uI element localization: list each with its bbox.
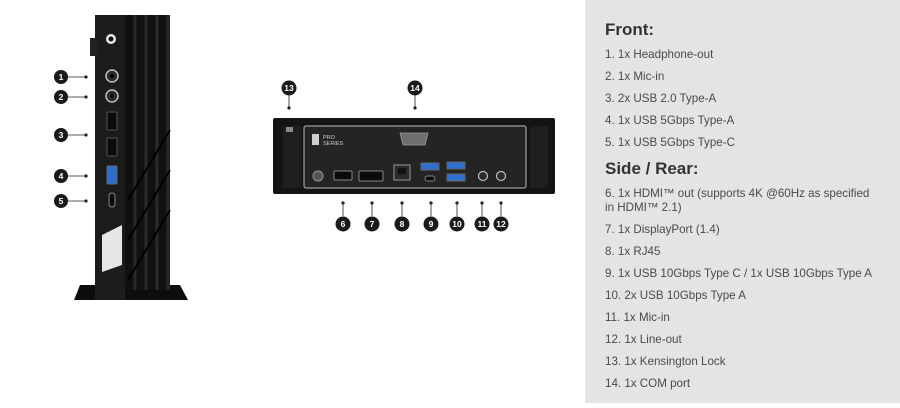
top-leaders bbox=[287, 95, 417, 110]
front-callouts: 1 2 3 4 5 bbox=[54, 70, 68, 208]
svg-text:7: 7 bbox=[370, 219, 375, 229]
svg-text:4: 4 bbox=[59, 171, 64, 181]
svg-text:3: 3 bbox=[59, 130, 64, 140]
callout-13: 13 bbox=[281, 80, 297, 96]
rear-spec-list: 6. 1x HDMI™ out (supports 4K @60Hz as sp… bbox=[605, 187, 900, 391]
displayport-port bbox=[358, 170, 384, 182]
callout-9: 9 bbox=[423, 216, 439, 232]
kensington-lock-slot bbox=[286, 127, 293, 132]
spec-item: 7. 1x DisplayPort (1.4) bbox=[605, 223, 720, 236]
usb2-port-1 bbox=[106, 111, 118, 131]
callout-8: 8 bbox=[394, 216, 410, 232]
spec-item: 3. 2x USB 2.0 Type-A bbox=[605, 92, 717, 105]
spec-item: 9. 1x USB 10Gbps Type C / 1x USB 10Gbps … bbox=[605, 267, 873, 280]
dc-in-port bbox=[312, 170, 324, 182]
spec-item: 8. 1x RJ45 bbox=[605, 245, 661, 258]
svg-text:8: 8 bbox=[400, 219, 405, 229]
usb2-port-2 bbox=[106, 137, 118, 157]
usb-10gbps-typea-port bbox=[420, 162, 440, 171]
power-icon bbox=[108, 36, 114, 42]
front-spec-list: 1. 1x Headphone-out 2. 1x Mic-in 3. 2x U… bbox=[605, 48, 900, 150]
usb-10gbps-typea-port-3 bbox=[446, 173, 466, 182]
top-callouts: 13 14 bbox=[281, 80, 423, 96]
rear-leaders bbox=[341, 201, 503, 216]
spec-item: 11. 1x Mic-in bbox=[605, 311, 670, 324]
callout-5: 5 bbox=[54, 194, 68, 208]
callout-6: 6 bbox=[335, 216, 351, 232]
spec-item: 1. 1x Headphone-out bbox=[605, 48, 714, 61]
svg-text:9: 9 bbox=[429, 219, 434, 229]
front-leaders bbox=[68, 75, 88, 203]
rear-heading: Side / Rear: bbox=[605, 159, 699, 178]
hdmi-port bbox=[333, 170, 353, 181]
callout-12: 12 bbox=[493, 216, 509, 232]
spec-item: 13. 1x Kensington Lock bbox=[605, 355, 726, 368]
rear-mic-jack bbox=[477, 170, 489, 182]
svg-text:5: 5 bbox=[59, 196, 64, 206]
callout-4: 4 bbox=[54, 169, 68, 183]
callout-3: 3 bbox=[54, 128, 68, 142]
spec-item: 2. 1x Mic-in bbox=[605, 70, 665, 83]
spec-item: 6. 1x HDMI™ out (supports 4K @60Hz as sp… bbox=[605, 187, 870, 214]
svg-text:12: 12 bbox=[496, 219, 506, 229]
product-illustration: 1 2 3 4 5 PRO SERIES bbox=[54, 15, 555, 300]
spec-item: 12. 1x Line-out bbox=[605, 333, 682, 346]
side-tab bbox=[90, 38, 98, 56]
callout-10: 10 bbox=[449, 216, 465, 232]
spec-item: 4. 1x USB 5Gbps Type-A bbox=[605, 114, 735, 127]
svg-text:10: 10 bbox=[452, 219, 462, 229]
svg-text:PRO: PRO bbox=[323, 135, 336, 141]
line-out-jack bbox=[495, 170, 507, 182]
spec-item: 14. 1x COM port bbox=[605, 377, 691, 390]
svg-text:13: 13 bbox=[284, 83, 294, 93]
callout-2: 2 bbox=[54, 90, 68, 104]
svg-text:14: 14 bbox=[410, 83, 420, 93]
brand-badge bbox=[102, 225, 122, 272]
svg-text:1: 1 bbox=[59, 72, 64, 82]
svg-text:SERIES: SERIES bbox=[323, 141, 344, 147]
svg-text:6: 6 bbox=[341, 219, 346, 229]
spec-item: 10. 2x USB 10Gbps Type A bbox=[605, 289, 746, 302]
rear-view-chassis: PRO SERIES bbox=[273, 118, 555, 194]
callout-7: 7 bbox=[364, 216, 380, 232]
front-heading: Front: bbox=[605, 20, 655, 39]
com-port bbox=[399, 132, 429, 146]
spec-panel: Front: 1. 1x Headphone-out 2. 1x Mic-in … bbox=[585, 0, 900, 403]
usb-c-port bbox=[108, 192, 116, 208]
usb-10gbps-typea-port-2 bbox=[446, 161, 466, 170]
callout-14: 14 bbox=[407, 80, 423, 96]
product-diagram: 1 2 3 4 5 PRO SERIES bbox=[54, 15, 555, 300]
rear-callouts: 6 7 8 9 10 11 12 bbox=[335, 216, 509, 232]
svg-text:11: 11 bbox=[478, 219, 487, 229]
pro-series-logo: PRO SERIES bbox=[312, 134, 344, 147]
callout-11: 11 bbox=[474, 216, 490, 232]
spec-item: 5. 1x USB 5Gbps Type-C bbox=[605, 136, 735, 149]
front-view-tower bbox=[74, 15, 188, 300]
usb-10gbps-typec-port bbox=[424, 175, 436, 182]
callout-1: 1 bbox=[54, 70, 68, 84]
svg-text:2: 2 bbox=[59, 92, 64, 102]
usb-5gbps-typea-port bbox=[106, 165, 118, 185]
